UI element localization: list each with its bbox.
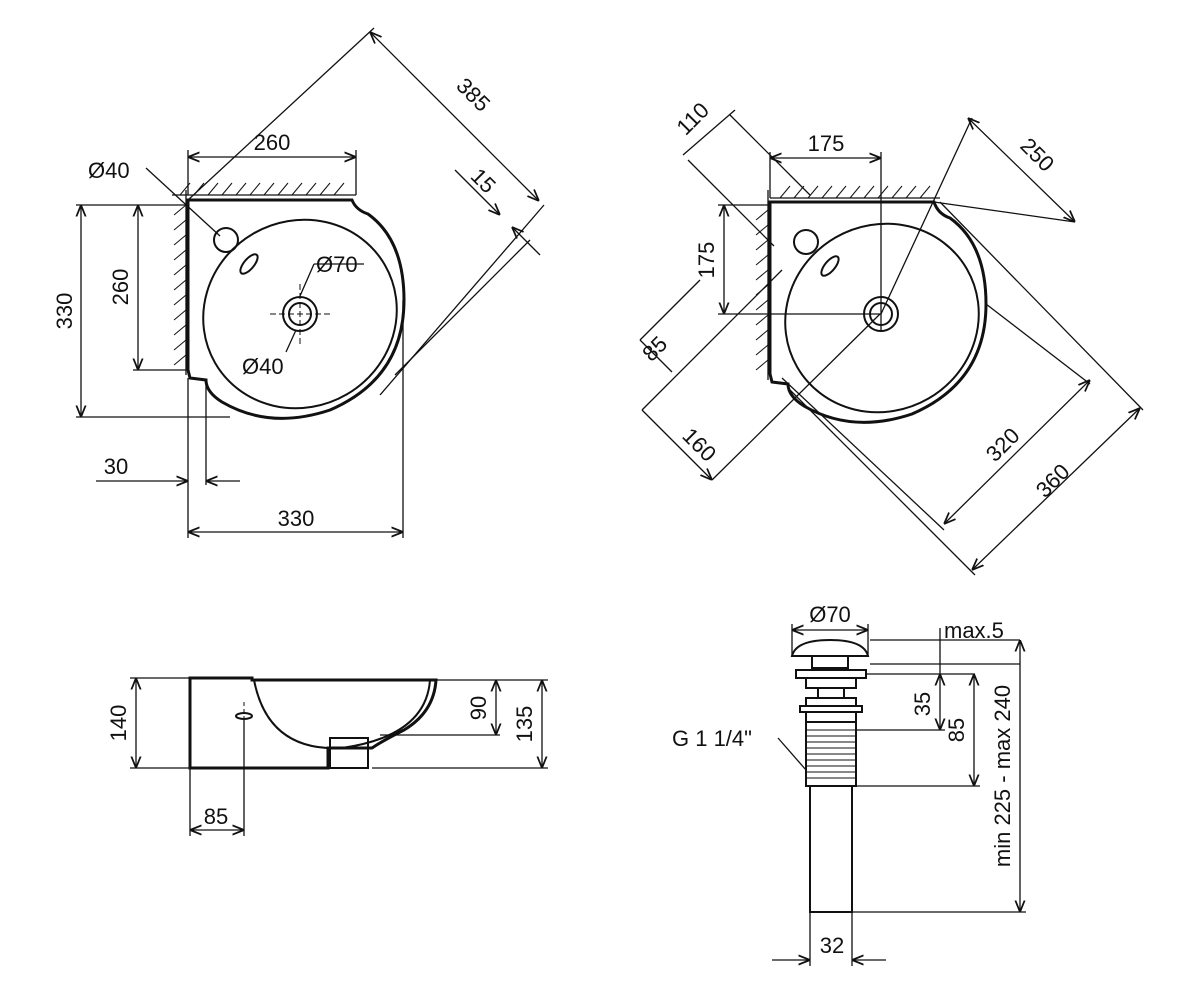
dim-drain-total: min 225 - max 240 (990, 685, 1015, 867)
dim-top-height: 330 (52, 293, 77, 330)
dim-drain-pipe: 32 (820, 933, 844, 958)
drain-pipe (809, 785, 853, 913)
drain-view: Ø70 max.5 35 85 min 225 - max 240 G 1 1/… (672, 602, 1026, 966)
label-drain-diameter: Ø70 (316, 252, 358, 277)
dim-side-height: 140 (106, 705, 131, 742)
dim-right-85: 85 (637, 331, 672, 366)
tap-hole (213, 227, 239, 253)
dim-drain-flange: 35 (910, 692, 935, 716)
side-view: 140 90 135 85 (106, 676, 548, 836)
dim-drain-gap: max.5 (944, 618, 1004, 643)
dim-top-diagonal: 385 (451, 73, 495, 117)
wall-hatch-top-right (779, 185, 931, 199)
dim-top-height-inner: 260 (108, 269, 133, 306)
dim-side-offset: 85 (204, 804, 228, 829)
thread-lines (806, 729, 856, 779)
drain-stub (329, 737, 369, 769)
dim-right-160: 160 (677, 423, 721, 467)
top-view-dimensions: 175 175 110 250 85 160 320 360 (637, 97, 1144, 576)
dim-drain-body: 85 (944, 718, 969, 742)
label-overflow-diameter: Ø40 (242, 354, 284, 379)
label-drain-thread: G 1 1/4" (672, 726, 752, 751)
wall-hatch-left-right (755, 209, 769, 371)
bowl-rim (202, 218, 398, 410)
bowl-inner-curve (253, 679, 431, 750)
dim-drain-cap: Ø70 (809, 602, 851, 627)
overflow-slot (239, 253, 259, 275)
dim-right-320: 320 (981, 423, 1025, 467)
dim-right-360: 360 (1031, 459, 1075, 503)
dim-right-175-top: 175 (808, 131, 845, 156)
drain-flange (795, 669, 867, 679)
basin-outline (186, 198, 406, 420)
bowl-rim-right (784, 222, 980, 414)
basin-outline-right (768, 200, 988, 424)
dim-top-offset: 30 (104, 454, 128, 479)
basin-side-outline (188, 676, 438, 770)
top-view: 260 330 260 330 30 385 15 Ø40 (52, 27, 545, 538)
dim-right-175-side: 175 (694, 242, 719, 279)
tap-hole-right (793, 229, 819, 255)
drain-cap (790, 638, 870, 657)
dim-side-depth: 90 (466, 696, 491, 720)
dim-side-bowl: 135 (512, 706, 537, 743)
wall-hatch-left (173, 204, 187, 366)
dim-top-width-total: 330 (278, 506, 315, 531)
overflow-slot-right (820, 255, 840, 277)
label-tap-diameter: Ø40 (88, 158, 130, 183)
dim-top-wall: 15 (466, 163, 501, 198)
